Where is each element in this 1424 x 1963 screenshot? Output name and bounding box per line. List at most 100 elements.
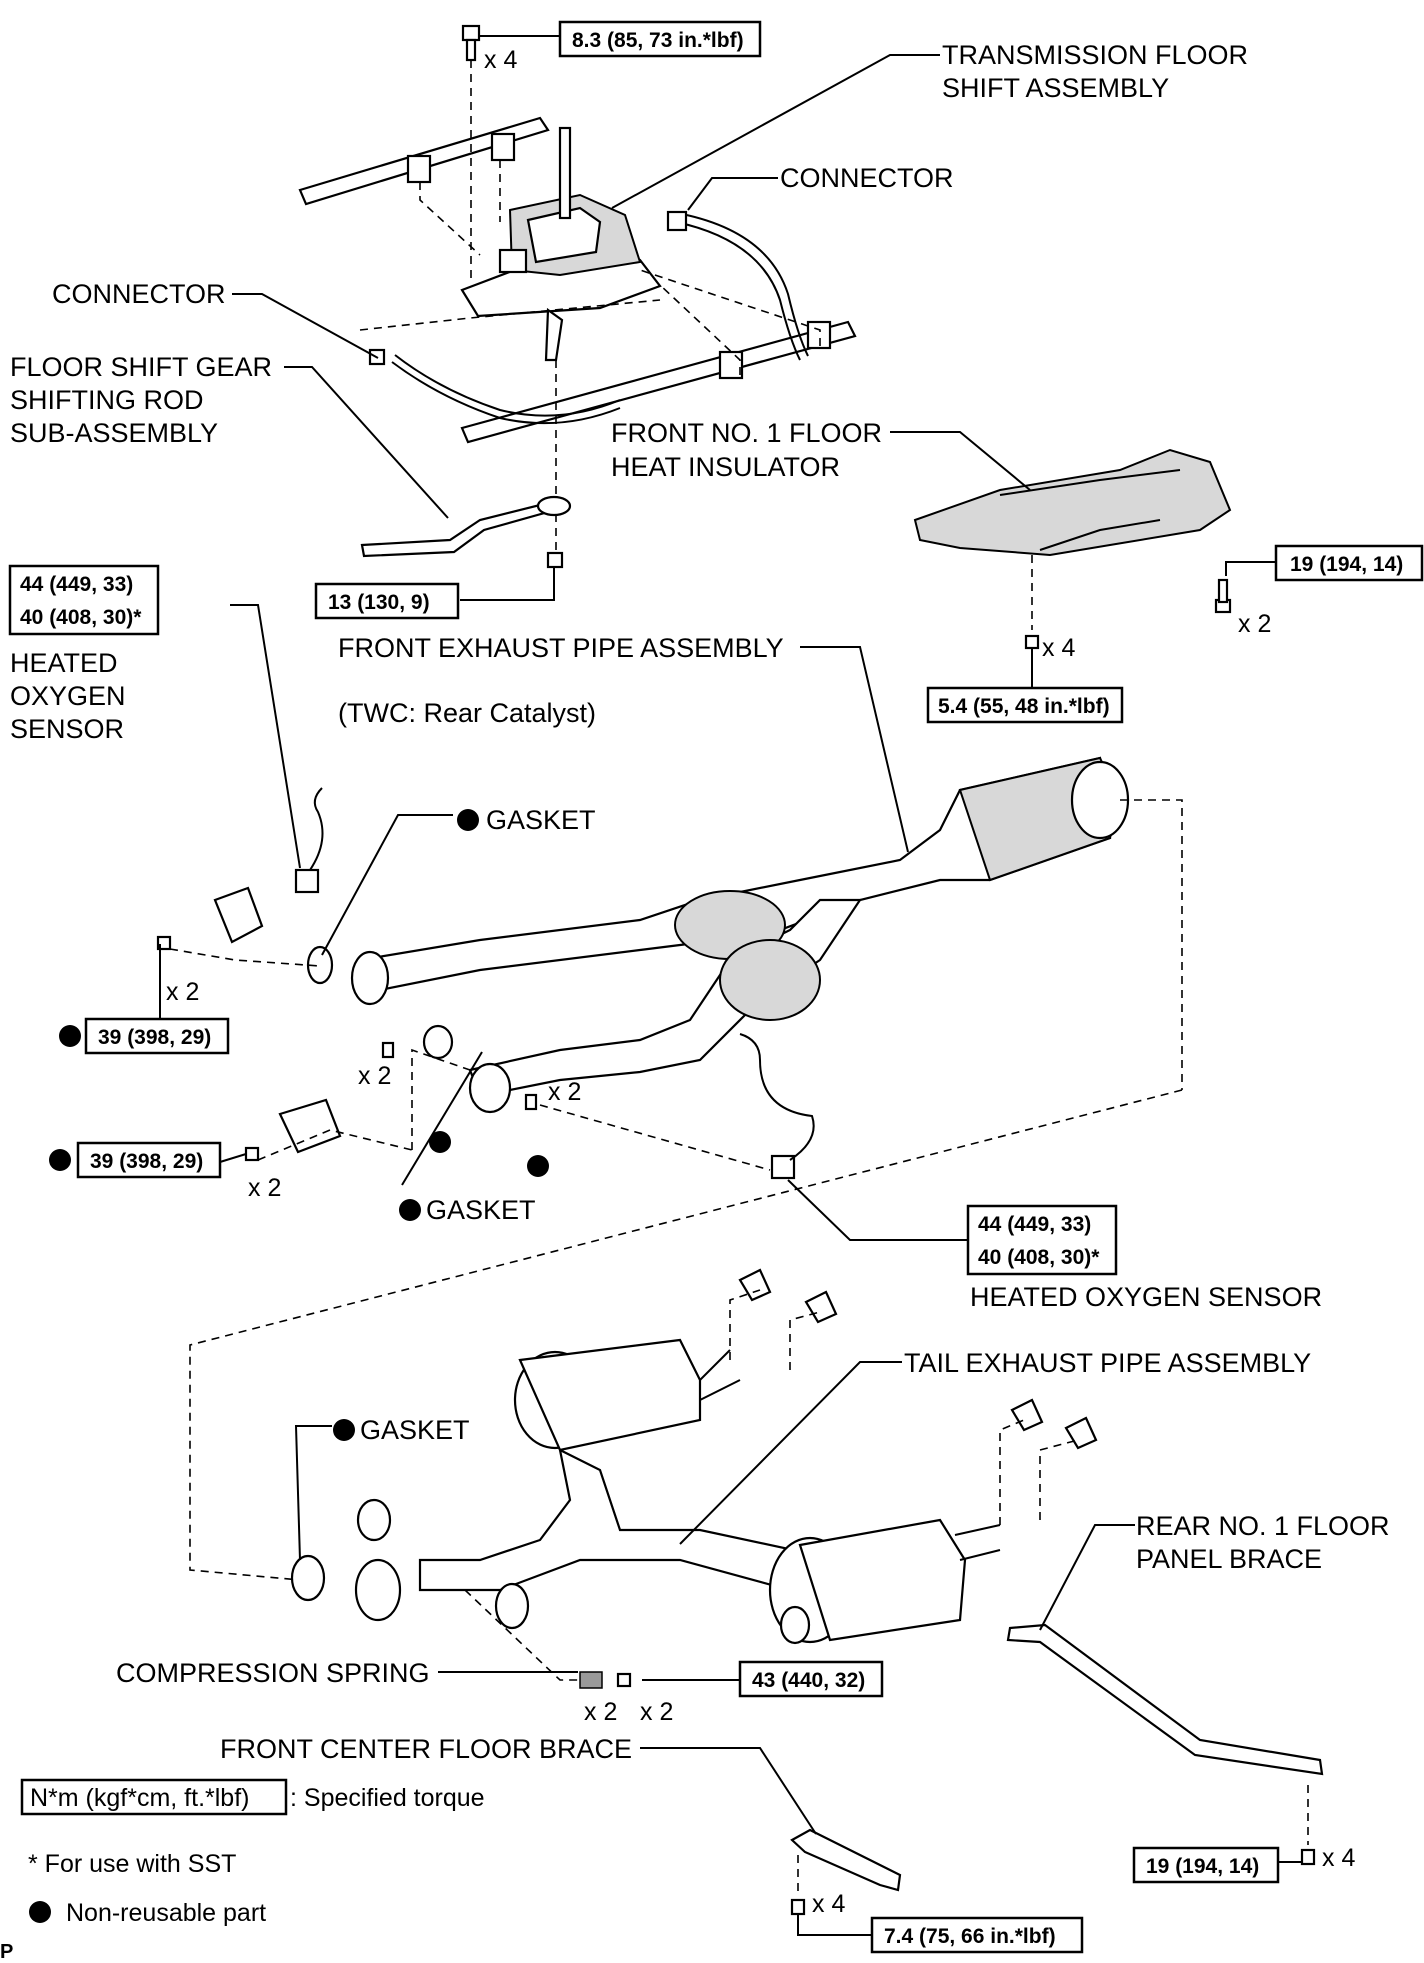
nonreusable-dot-bolt-right (527, 1155, 549, 1177)
label-heated-o2-left-3: SENSOR (10, 714, 124, 744)
label-rear-no1-brace-2: PANEL BRACE (1136, 1544, 1322, 1574)
legend-torque-desc: : Specified torque (290, 1784, 485, 1812)
hanger-1 (738, 1268, 772, 1302)
svg-text:5.4 (55, 48 in.*lbf): 5.4 (55, 48 in.*lbf) (938, 695, 1110, 718)
legend-sst-note: * For use with SST (28, 1850, 236, 1878)
hanger-3 (1010, 1398, 1044, 1432)
label-floor-shift-rod-3: SUB-ASSEMBLY (10, 418, 218, 448)
flange-bolt-right (524, 1093, 538, 1111)
qty-flange-lower: x 2 (248, 1174, 281, 1202)
flange-left-lower (468, 1062, 512, 1114)
label-front-exhaust-pipe: FRONT EXHAUST PIPE ASSEMBLY (338, 633, 784, 663)
legend-nonreusable-text: Non-reusable part (66, 1899, 266, 1927)
manifold-stub-lower (278, 1098, 342, 1154)
svg-text:13 (130, 9): 13 (130, 9) (328, 591, 430, 614)
svg-text:39 (398, 29): 39 (398, 29) (98, 1026, 211, 1049)
label-connector-top: CONNECTOR (780, 163, 954, 193)
heated-oxygen-sensor-right (739, 1033, 815, 1180)
compression-spring (579, 1671, 603, 1689)
hanger-2 (804, 1290, 838, 1324)
svg-text:39 (398, 29): 39 (398, 29) (90, 1150, 203, 1173)
label-heated-o2-left-2: OXYGEN (10, 681, 126, 711)
torque-rod-nut: 13 (130, 9) (314, 582, 460, 620)
legend-torque-box (20, 1778, 288, 1816)
torque-rear-brace-bolt: 19 (194, 14) (1132, 1846, 1280, 1884)
svg-text:19 (194, 14): 19 (194, 14) (1146, 1855, 1259, 1878)
torque-shift-bolt: 8.3 (85, 73 in.*lbf) (558, 20, 762, 58)
label-front-no1-insulator-1: FRONT NO. 1 FLOOR (611, 418, 882, 448)
label-floor-shift-rod-1: FLOOR SHIFT GEAR (10, 352, 272, 382)
nonreusable-dot-bolt-left (429, 1131, 451, 1153)
qty-insulator-bolt: x 2 (1238, 610, 1271, 638)
torque-spring-bolt: 43 (440, 32) (738, 1660, 884, 1698)
hanger-rubber-2 (494, 1582, 530, 1630)
torque-flange-nut-upper: 39 (398, 29) (59, 1017, 230, 1055)
svg-text:40 (408, 30)*: 40 (408, 30)* (20, 606, 142, 629)
shift-bolt (461, 24, 481, 62)
label-transmission-floor-shift-1: TRANSMISSION FLOOR (942, 40, 1248, 70)
heated-oxygen-sensor-left (294, 787, 324, 894)
svg-text:8.3 (85, 73 in.*lbf): 8.3 (85, 73 in.*lbf) (572, 29, 744, 52)
flange-bolt-left (381, 1041, 395, 1059)
svg-text:44 (449, 33): 44 (449, 33) (978, 1213, 1091, 1236)
legend-torque-units: N*m (kgf*cm, ft.*lbf) (30, 1784, 249, 1812)
label-gasket-2: GASKET (426, 1195, 536, 1225)
rod-nut (546, 551, 564, 569)
label-gasket-3: GASKET (360, 1415, 470, 1445)
torque-insulator-bolt: 19 (194, 14) (1274, 544, 1424, 582)
svg-text:19 (194, 14): 19 (194, 14) (1290, 553, 1403, 576)
manifold-stub-upper (213, 886, 264, 944)
insulator-nut (1024, 634, 1040, 650)
tail-exhaust-pipe-assembly (418, 1338, 1001, 1645)
tail-flange (354, 1558, 402, 1622)
gasket-upper (306, 945, 334, 985)
label-front-no1-insulator-2: HEAT INSULATOR (611, 452, 840, 482)
qty-bolt-mid-left: x 2 (358, 1062, 391, 1090)
transmission-floor-shift-assembly (460, 126, 662, 362)
torque-center-brace-bolt: 7.4 (75, 66 in.*lbf) (870, 1916, 1084, 1954)
rear-brace-bolt (1300, 1848, 1316, 1866)
torque-o2-right: 44 (449, 33) 40 (408, 30)* (966, 1204, 1118, 1276)
qty-rear-brace: x 4 (1322, 1844, 1355, 1872)
torque-flange-nut-lower: 39 (398, 29) (49, 1141, 222, 1179)
label-compression-spring: COMPRESSION SPRING (116, 1658, 430, 1688)
qty-shift-bolt: x 4 (484, 46, 517, 74)
qty-bolt-mid-right: x 2 (548, 1078, 581, 1106)
svg-text:40 (408, 30)*: 40 (408, 30)* (978, 1246, 1100, 1269)
front-center-floor-brace (790, 1828, 902, 1892)
nonreusable-dot-gasket-3 (333, 1419, 355, 1441)
flange-nut-lower (244, 1146, 260, 1162)
qty-flange-upper: x 2 (166, 978, 199, 1006)
rear-no1-floor-panel-brace (1006, 1623, 1324, 1776)
flange-left-upper (350, 950, 390, 1006)
label-twc-note: (TWC: Rear Catalyst) (338, 698, 596, 728)
qty-insulator-nut: x 4 (1042, 634, 1075, 662)
label-front-center-brace: FRONT CENTER FLOOR BRACE (220, 1734, 632, 1764)
qty-spring: x 2 (584, 1698, 617, 1726)
gasket-tail (290, 1554, 326, 1602)
label-connector-left: CONNECTOR (52, 279, 226, 309)
front-exhaust-pipe-assembly (358, 756, 1130, 1098)
spring-bolt (616, 1672, 632, 1688)
qty-spring-bolt: x 2 (640, 1698, 673, 1726)
corner-mark: P (0, 1941, 13, 1963)
label-heated-o2-right: HEATED OXYGEN SENSOR (970, 1282, 1322, 1312)
floor-shift-rod (360, 495, 572, 558)
svg-text:7.4 (75, 66 in.*lbf): 7.4 (75, 66 in.*lbf) (884, 1925, 1056, 1948)
center-brace-bolt (790, 1898, 806, 1916)
hanger-4 (1064, 1416, 1098, 1450)
label-floor-shift-rod-2: SHIFTING ROD (10, 385, 204, 415)
qty-center-brace: x 4 (812, 1890, 845, 1918)
torque-insulator-nut: 5.4 (55, 48 in.*lbf) (926, 686, 1124, 724)
torque-o2-left: 44 (449, 33) 40 (408, 30)* (8, 564, 160, 636)
label-transmission-floor-shift-2: SHIFT ASSEMBLY (942, 73, 1169, 103)
leader-lines (86, 35, 1302, 1936)
label-rear-no1-brace-1: REAR NO. 1 FLOOR (1136, 1511, 1390, 1541)
svg-text:44 (449, 33): 44 (449, 33) (20, 573, 133, 596)
cable-clamps (406, 132, 832, 380)
nonreusable-dot-gasket-2 (399, 1199, 421, 1221)
hanger-rubber-1 (356, 1498, 392, 1542)
label-heated-o2-left-1: HEATED (10, 648, 118, 678)
front-no1-floor-heat-insulator (913, 448, 1232, 557)
